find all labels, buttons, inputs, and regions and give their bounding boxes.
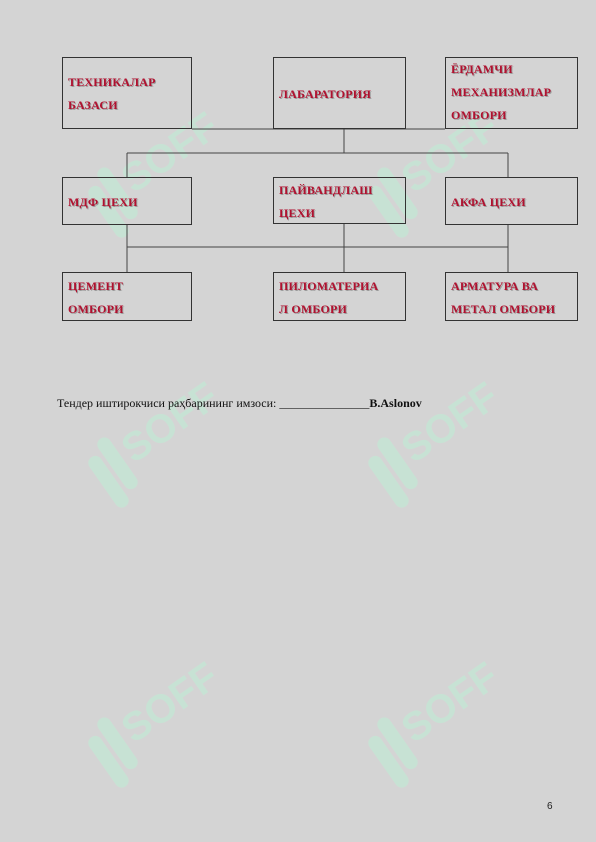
org-box-armatura-metal-ombori: АРМАТУРА ВА МЕТАЛ ОМБОРИ	[445, 272, 578, 321]
signature-line: Тендер иштирокчиси раҳбарининг имзоси: _…	[57, 396, 422, 411]
org-box-label: ПИЛОМАТЕРИА Л ОМБОРИ	[279, 278, 379, 316]
svg-text:SOFF: SOFF	[394, 374, 507, 471]
org-box-label: ТЕХНИКАЛАР БАЗАСИ	[68, 75, 156, 112]
org-box-label: АРМАТУРА ВА МЕТАЛ ОМБОРИ	[451, 278, 556, 316]
signature-label: Тендер иштирокчиси раҳбарининг имзоси:	[57, 396, 277, 410]
org-box-label: АКФА ЦЕХИ	[451, 194, 526, 209]
org-box-tekhnikalar-bazasi: ТЕХНИКАЛАР БАЗАСИ	[62, 57, 192, 129]
org-box-mdf-tsekhi: МДФ ЦЕХИ	[62, 177, 192, 225]
svg-text:SOFF: SOFF	[114, 654, 227, 751]
org-box-yordamchi-mekhanizmlar-ombori: ЁРДАМЧИ МЕХАНИЗМЛАР ОМБОРИ	[445, 57, 578, 129]
watermark: SOFF	[360, 340, 530, 520]
org-box-label: ЁРДАМЧИ МЕХАНИЗМЛАР ОМБОРИ	[451, 62, 552, 122]
org-box-tsement-ombori: ЦЕМЕНТ ОМБОРИ	[62, 272, 192, 321]
page-number: 6	[547, 801, 553, 812]
org-box-label: ПАЙВАНДЛАШ ЦЕХИ	[279, 182, 373, 220]
org-box-payvandlash-tsekhi: ПАЙВАНДЛАШ ЦЕХИ	[273, 177, 406, 224]
signatory-name: B.Aslonov	[369, 396, 422, 410]
signature-blank: _______________	[279, 396, 370, 410]
org-box-label: ЛАБАРАТОРИЯ	[279, 86, 372, 101]
org-box-akfa-tsekhi: АКФА ЦЕХИ	[445, 177, 578, 225]
watermark: SOFF	[80, 340, 250, 520]
org-chart: ТЕХНИКАЛАР БАЗАСИ ЛАБАРАТОРИЯ ЁРДАМЧИ МЕ…	[0, 0, 596, 340]
org-box-laboratoriya: ЛАБАРАТОРИЯ	[273, 57, 406, 129]
watermark: SOFF	[80, 620, 250, 800]
org-box-label: ЦЕМЕНТ ОМБОРИ	[68, 278, 124, 316]
svg-text:SOFF: SOFF	[114, 374, 227, 471]
org-box-label: МДФ ЦЕХИ	[68, 194, 138, 209]
watermark: SOFF	[360, 620, 530, 800]
svg-text:SOFF: SOFF	[394, 654, 507, 751]
org-chart-connectors	[126, 128, 509, 272]
org-box-pilomaterial-ombori: ПИЛОМАТЕРИА Л ОМБОРИ	[273, 272, 406, 321]
